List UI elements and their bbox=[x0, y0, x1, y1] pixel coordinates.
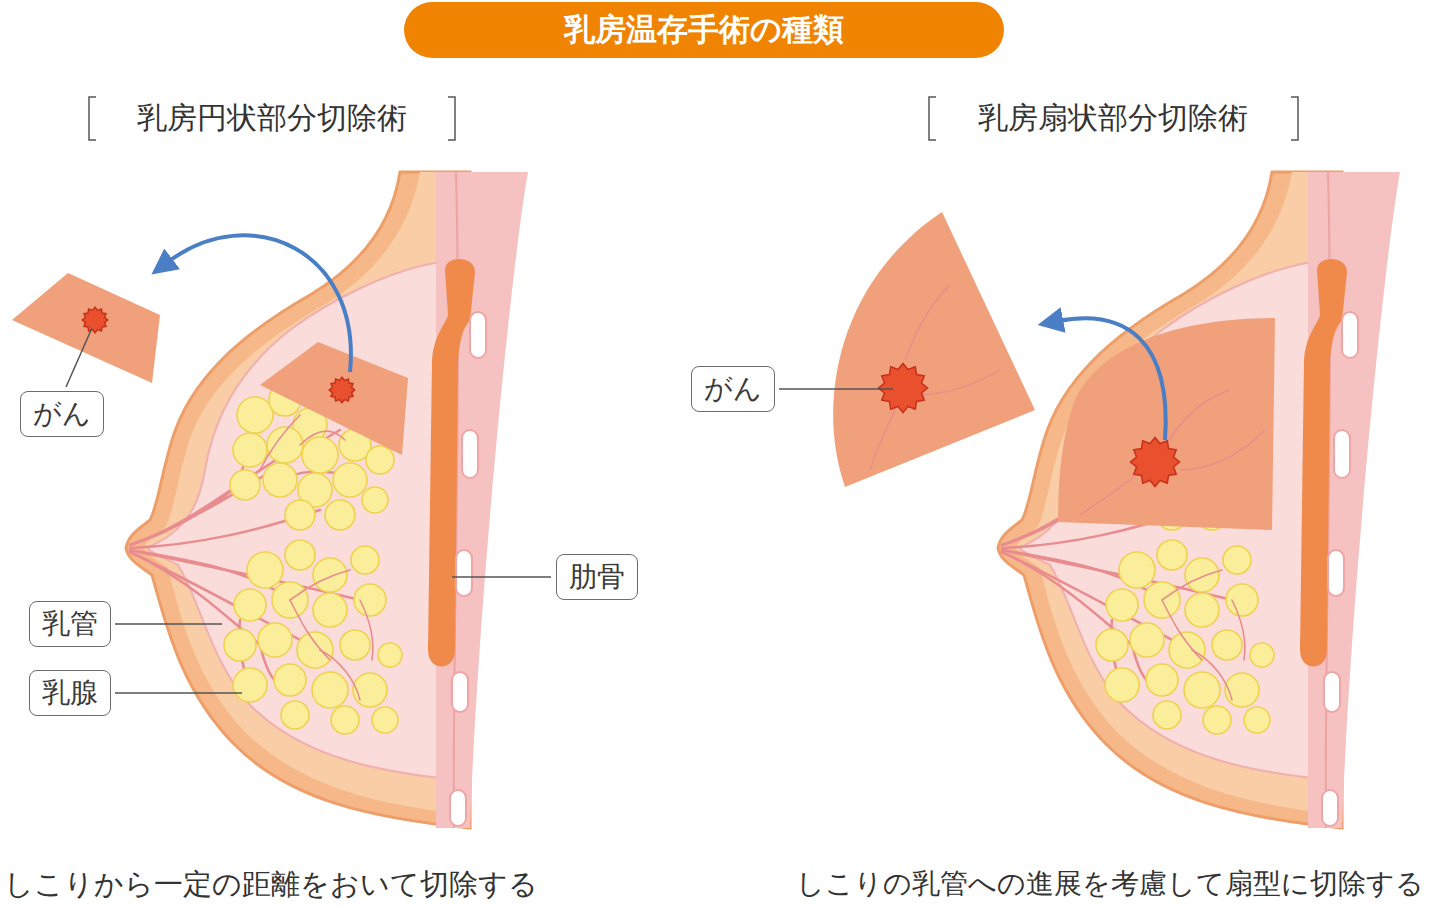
duct bbox=[905, 285, 950, 360]
caption-note: しこりから一定の距離をおいて切除する bbox=[4, 867, 538, 902]
excised-tissue bbox=[12, 273, 160, 383]
duct bbox=[870, 400, 900, 470]
callout-box: 肋骨 bbox=[556, 554, 638, 600]
callout-text: がん bbox=[704, 371, 762, 407]
duct bbox=[915, 370, 1000, 395]
callout-box: がん bbox=[20, 391, 104, 437]
callout-box: がん bbox=[691, 366, 775, 412]
bracket bbox=[89, 97, 96, 140]
caption-note: しこりの乳管への進展を考慮して扇型に切除する bbox=[796, 867, 1424, 901]
leader-line bbox=[66, 328, 92, 387]
breast-section bbox=[126, 172, 528, 828]
callout-box: 乳管 bbox=[29, 601, 111, 647]
excised-tissue bbox=[833, 212, 1035, 487]
callout-text: 肋骨 bbox=[569, 559, 625, 595]
callout-text: がん bbox=[33, 396, 91, 432]
leader-line bbox=[779, 388, 893, 390]
tumor bbox=[82, 307, 107, 332]
leader-line bbox=[66, 328, 893, 693]
callout-text: 乳腺 bbox=[42, 675, 98, 711]
bracket bbox=[929, 97, 936, 140]
duct bbox=[1080, 390, 1265, 515]
tumor bbox=[1130, 437, 1179, 486]
excision-site bbox=[1058, 318, 1275, 530]
title: 乳房温存手術の種類 bbox=[564, 11, 844, 48]
leader-line bbox=[115, 692, 242, 694]
method-heading: 乳房扇状部分切除術 bbox=[978, 100, 1248, 136]
bracket bbox=[89, 97, 1298, 140]
removal-arrow bbox=[168, 235, 351, 372]
callout-text: 乳管 bbox=[42, 606, 98, 642]
callout-box: 乳腺 bbox=[29, 670, 111, 716]
removal-arrow bbox=[1058, 318, 1166, 440]
bracket bbox=[1291, 97, 1298, 140]
leader-line bbox=[452, 576, 551, 578]
tumor bbox=[329, 377, 354, 402]
method-heading: 乳房円状部分切除術 bbox=[137, 100, 407, 136]
bracket bbox=[448, 97, 455, 140]
duct bbox=[870, 285, 1000, 470]
excision-site bbox=[260, 342, 408, 455]
title-pill bbox=[404, 2, 1004, 58]
leader-line bbox=[115, 623, 222, 625]
breast-section bbox=[998, 172, 1400, 828]
duct bbox=[1160, 390, 1230, 455]
tumor bbox=[878, 363, 927, 412]
duct bbox=[1180, 430, 1265, 470]
